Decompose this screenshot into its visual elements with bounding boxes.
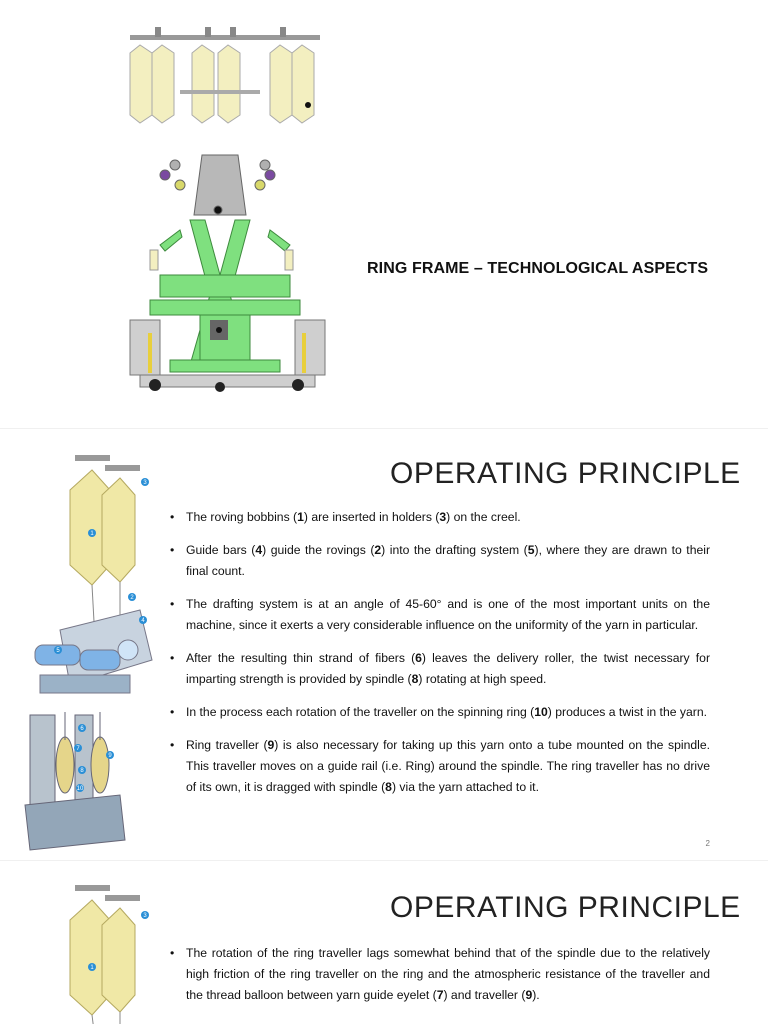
- svg-text:4: 4: [141, 618, 145, 624]
- slide-heading: OPERATING PRINCIPLE: [390, 891, 741, 924]
- svg-text:5: 5: [56, 648, 60, 654]
- slide-1: RING FRAME – TECHNOLOGICAL ASPECTS: [0, 0, 768, 420]
- bullet-item: The roving bobbins (1) are inserted in h…: [170, 507, 710, 528]
- svg-text:6: 6: [80, 726, 84, 732]
- page-number: 2: [705, 839, 710, 848]
- spinning-process-diagram: 3 1 2 4 5 6 7 8 9 10: [24, 455, 153, 851]
- bullet-text: The drafting system is at an angle of 45…: [186, 597, 710, 632]
- svg-text:7: 7: [76, 746, 80, 752]
- svg-text:3: 3: [143, 480, 147, 486]
- svg-text:1: 1: [90, 965, 94, 971]
- bullet-text: Ring traveller (9) is also necessary for…: [186, 738, 710, 794]
- bullet-text: In the process each rotation of the trav…: [186, 705, 707, 719]
- svg-text:10: 10: [77, 786, 84, 792]
- bullet-item: After the resulting thin strand of fiber…: [170, 648, 710, 690]
- slide-divider: [0, 860, 768, 861]
- bullet-item: The drafting system is at an angle of 45…: [170, 594, 710, 636]
- slide-heading: OPERATING PRINCIPLE: [390, 457, 741, 490]
- slide-3: 3 1 2 OPERATING PRINCIPLE The rotation o…: [0, 865, 768, 1024]
- bullet-item: Guide bars (4) guide the rovings (2) int…: [170, 540, 710, 582]
- bullet-text: The rotation of the ring traveller lags …: [186, 946, 710, 1002]
- bullet-item: Ring traveller (9) is also necessary for…: [170, 735, 710, 798]
- svg-text:9: 9: [108, 753, 112, 759]
- slide-2: 3 1 2 4 5 6 7 8 9 10 OPERATING PRINCIPLE…: [0, 435, 768, 855]
- slide-title: RING FRAME – TECHNOLOGICAL ASPECTS: [367, 260, 709, 277]
- slide-divider: [0, 428, 768, 429]
- svg-text:8: 8: [80, 768, 84, 774]
- bullet-item: In the process each rotation of the trav…: [170, 702, 710, 723]
- bullet-list: The roving bobbins (1) are inserted in h…: [170, 507, 710, 810]
- bullet-text: Guide bars (4) guide the rovings (2) int…: [186, 543, 711, 578]
- svg-text:2: 2: [130, 595, 134, 601]
- spinning-process-diagram: 3 1 2: [69, 885, 149, 1024]
- bullet-list: The rotation of the ring traveller lags …: [170, 943, 710, 1018]
- ring-frame-machine-illustration: [129, 27, 326, 392]
- svg-text:3: 3: [143, 913, 147, 919]
- svg-text:1: 1: [90, 531, 94, 537]
- bullet-item: The rotation of the ring traveller lags …: [170, 943, 710, 1006]
- bullet-text: After the resulting thin strand of fiber…: [186, 651, 710, 686]
- bullet-text: The roving bobbins (1) are inserted in h…: [186, 510, 521, 524]
